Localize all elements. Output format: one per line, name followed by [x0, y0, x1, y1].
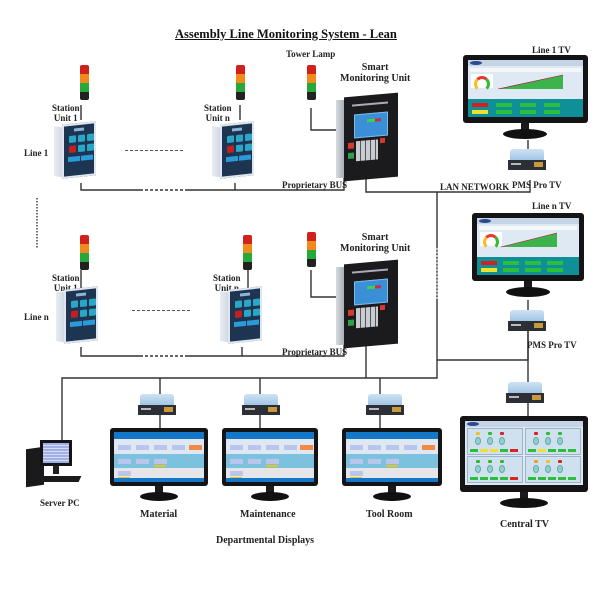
lan-line-1	[365, 178, 531, 193]
tower-lamp-icon	[80, 235, 89, 270]
maintenance-label: Maintenance	[240, 509, 296, 520]
line-n-tv-label: Line n TV	[532, 201, 572, 211]
pms-pro-tv-box-icon[interactable]	[508, 149, 546, 171]
tower-lamp-icon	[80, 65, 89, 100]
line-1-bus-left	[80, 183, 140, 191]
smart-monitoring-unit-icon[interactable]	[336, 259, 398, 349]
tower-lamp-label: Tower Lamp	[286, 49, 336, 59]
lan-network-label: LAN NETWORK	[440, 182, 510, 192]
smart-monitoring-unit-icon[interactable]	[336, 92, 398, 182]
diagram-title: Assembly Line Monitoring System - Lean	[175, 27, 397, 41]
central-tv-label: Central TV	[500, 519, 549, 530]
material-label: Material	[140, 509, 178, 520]
tower-lamp-icon	[243, 235, 252, 270]
server-pc-label: Server PC	[40, 498, 80, 508]
pms-pro-tv-label-line-1: PMS Pro TV	[512, 180, 562, 190]
central-tv-monitor[interactable]	[460, 416, 588, 512]
station-link-dashes	[125, 150, 183, 151]
station-unit-icon[interactable]	[56, 286, 100, 344]
line-n-label: Line n	[24, 312, 49, 322]
departmental-displays-label: Departmental Displays	[216, 535, 315, 546]
server-pc-icon[interactable]	[26, 440, 86, 490]
pms-pro-tv-box-icon[interactable]	[242, 394, 280, 416]
pms-pro-tv-box-icon[interactable]	[138, 394, 176, 416]
material-display-monitor[interactable]	[110, 428, 208, 506]
line-n-tv-monitor[interactable]	[472, 213, 584, 303]
tool-room-display-monitor[interactable]	[342, 428, 442, 506]
station-link-dashes	[132, 310, 190, 311]
tool-room-label: Tool Room	[366, 509, 413, 520]
line-1-tv-label: Line 1 TV	[532, 45, 571, 55]
maintenance-display-monitor[interactable]	[222, 428, 318, 506]
pms-pro-tv-box-icon[interactable]	[508, 310, 546, 332]
line-n-tv-production-chart	[500, 232, 558, 248]
pms-pro-tv-box-icon[interactable]	[506, 382, 544, 404]
station-unit-icon[interactable]	[220, 286, 264, 344]
line-n-bus-right	[185, 345, 345, 357]
line-1-label: Line 1	[24, 148, 49, 158]
proprietary-bus-label-line-n: Proprietary BUS	[282, 347, 348, 357]
line-1-tower-link	[310, 108, 336, 131]
gauge-icon	[480, 232, 502, 250]
tower-lamp-icon	[307, 65, 316, 100]
tower-lamp-icon	[307, 232, 316, 267]
pms-pro-tv-box-icon[interactable]	[366, 394, 404, 416]
tower-lamp-icon	[236, 65, 245, 100]
line-1-tv-production-chart	[497, 74, 564, 90]
station-unit-icon[interactable]	[54, 121, 98, 179]
line-1-bus-right	[185, 178, 345, 191]
line-1-tv-monitor[interactable]	[463, 55, 588, 145]
line-n-tower-link	[310, 270, 336, 298]
lan-to-line-n-tv	[437, 330, 529, 361]
line-n-bus-left	[80, 347, 140, 357]
proprietary-bus-label-line-1: Proprietary BUS	[282, 180, 348, 190]
station-unit-icon[interactable]	[212, 121, 256, 179]
gauge-icon	[471, 74, 493, 92]
pms-pro-tv-label-line-n: PMS Pro TV	[527, 340, 577, 350]
